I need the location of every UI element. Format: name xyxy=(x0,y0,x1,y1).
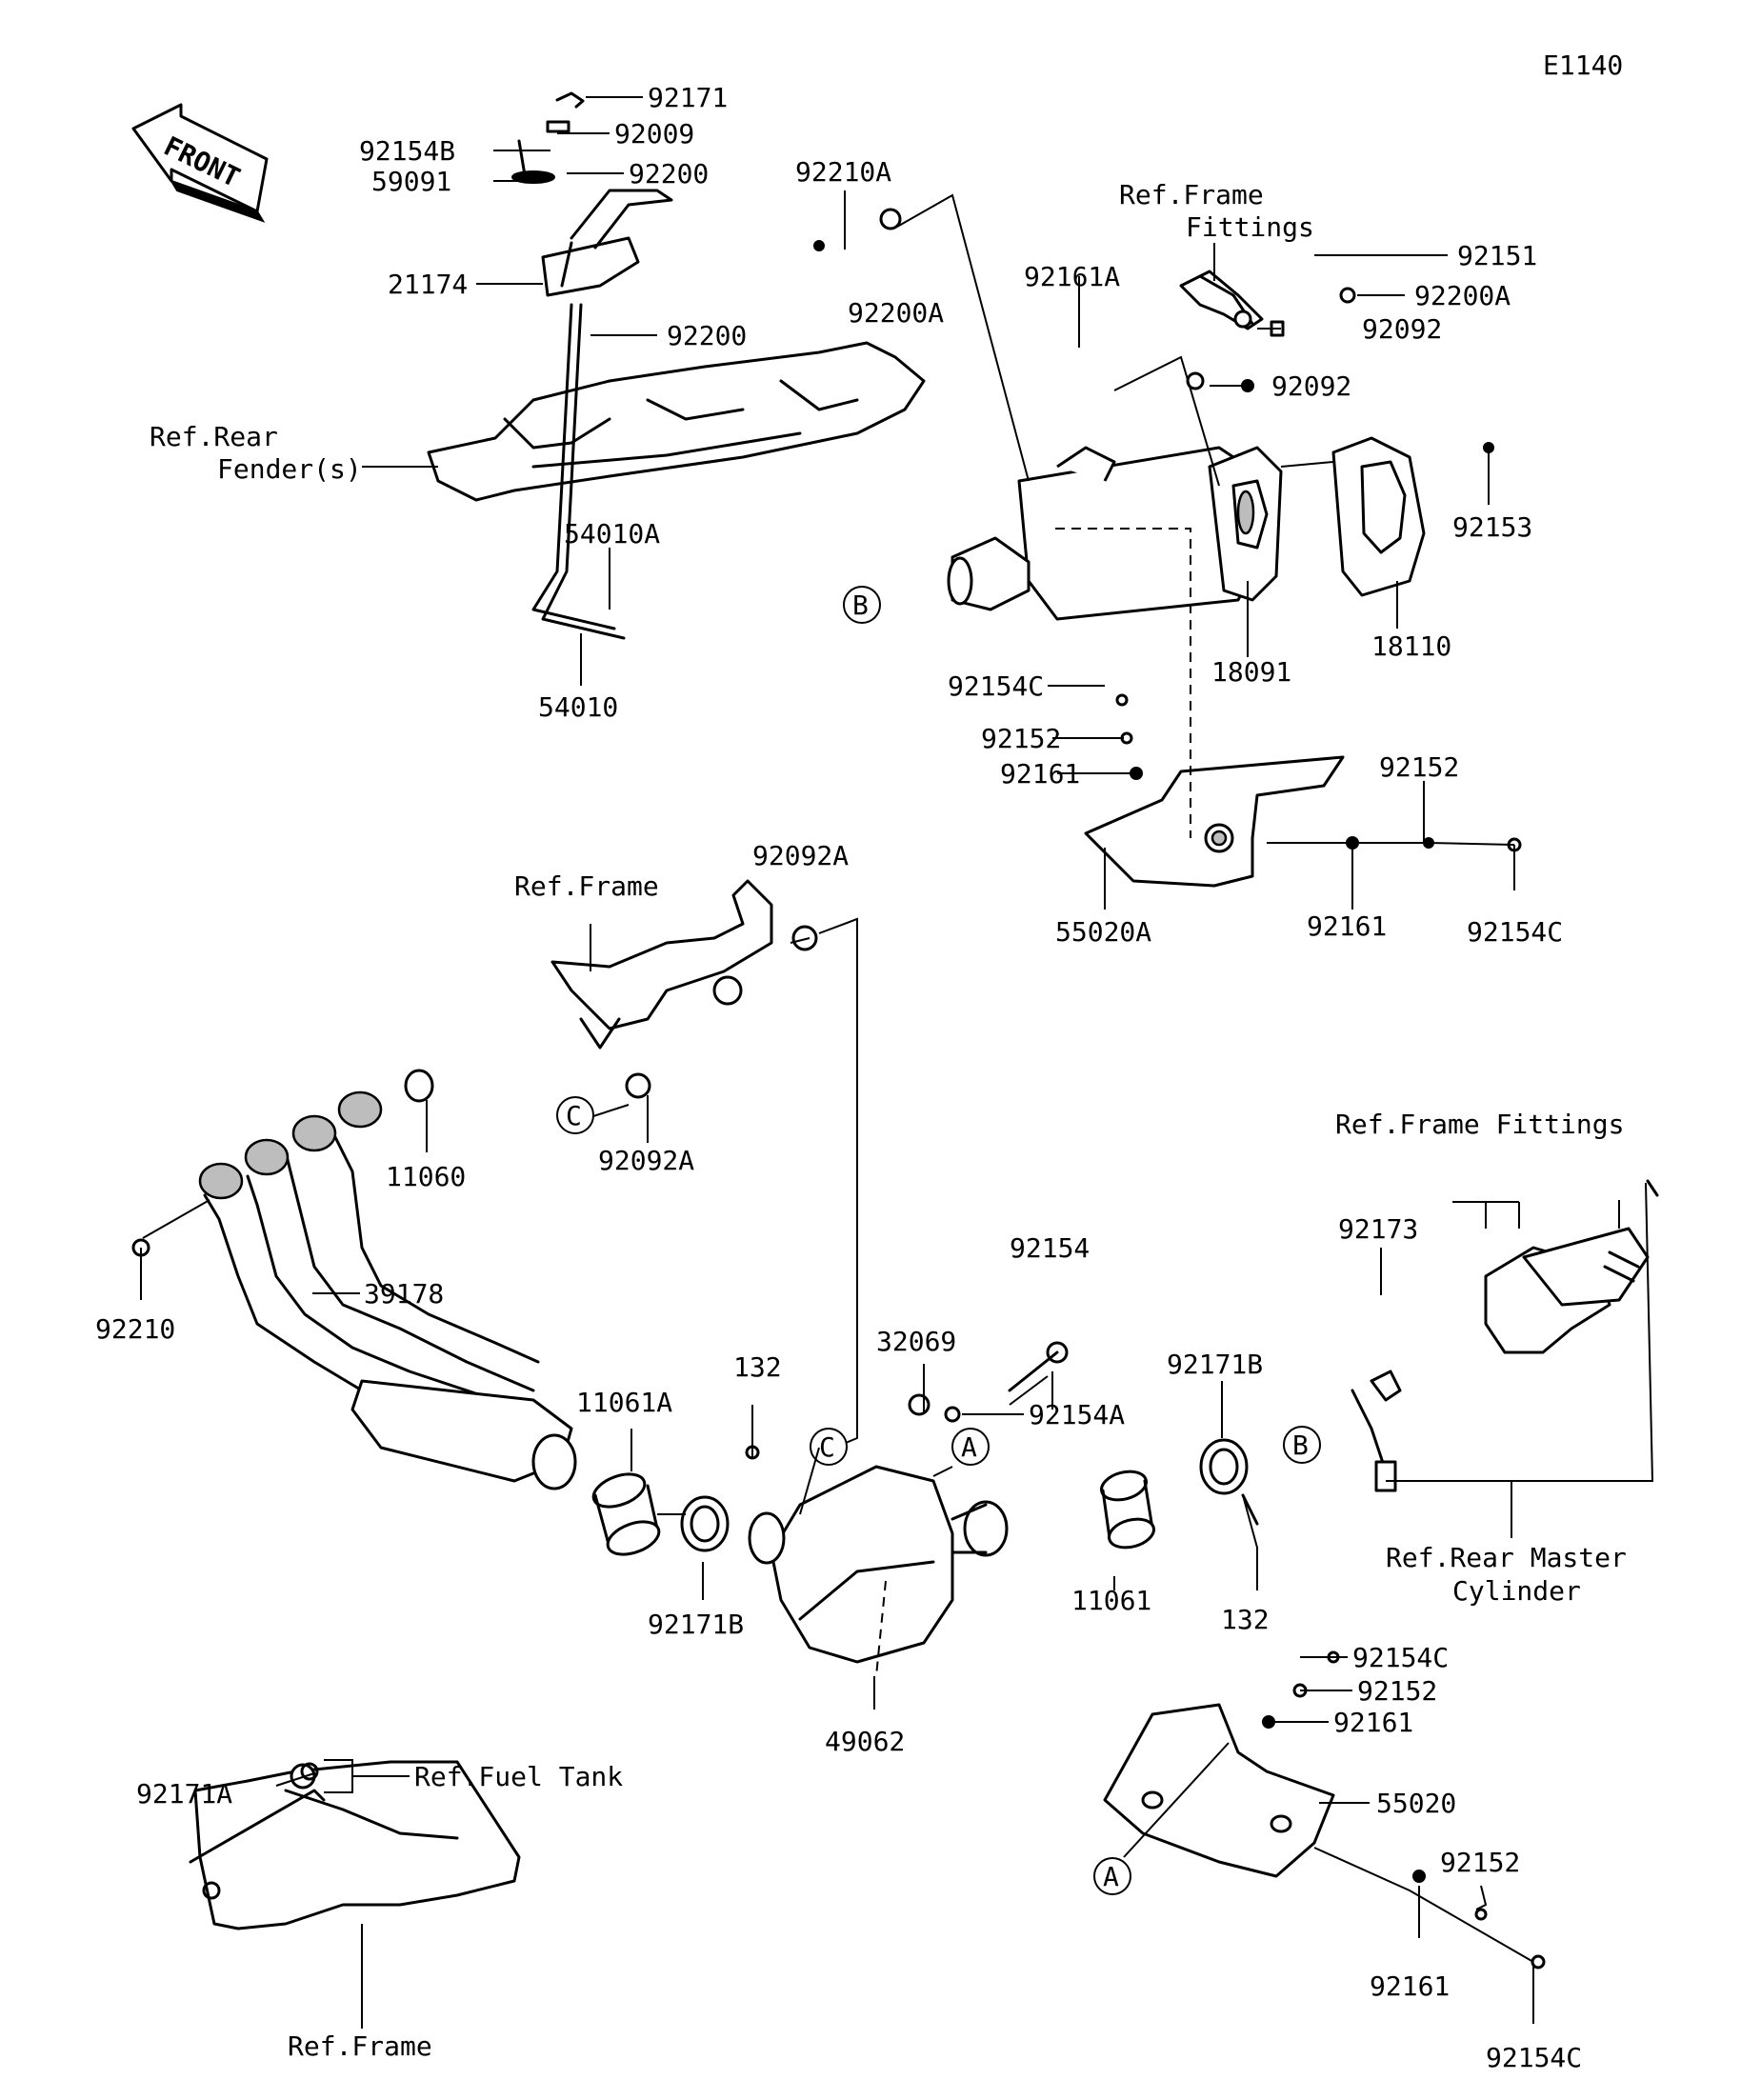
label-ref-rear-fender: Fender(s) xyxy=(217,453,362,485)
lower-heat-guard xyxy=(1103,1703,1335,1878)
footpeg-bracket xyxy=(1351,1227,1650,1492)
exhaust-valve-actuator xyxy=(511,91,673,297)
label-ref-fuel-tank: Ref.Fuel Tank xyxy=(414,1761,623,1792)
label-18110: 18110 xyxy=(1371,630,1451,662)
label-92200: 92200 xyxy=(667,320,747,351)
callout-c-lower: C xyxy=(810,1428,848,1466)
label-92152: 92152 xyxy=(1379,751,1459,783)
callout-a-lower: A xyxy=(1093,1857,1131,1895)
label-92171B: 92171B xyxy=(1167,1349,1263,1380)
label-92154C: 92154C xyxy=(1486,2042,1582,2073)
callout-c-upper: C xyxy=(556,1096,594,1134)
label-55020: 55020 xyxy=(1376,1788,1456,1819)
label-11061A: 11061A xyxy=(576,1387,672,1418)
frame-bracket xyxy=(550,879,773,1050)
label-ref-rear-master-cylinder: Cylinder xyxy=(1452,1575,1581,1607)
label-92092: 92092 xyxy=(1271,370,1351,402)
label-55020A: 55020A xyxy=(1055,916,1151,948)
label-92152: 92152 xyxy=(1440,1847,1520,1878)
svg-text:C: C xyxy=(566,1100,582,1131)
label-92171A: 92171A xyxy=(136,1778,232,1810)
muffler-end-cap xyxy=(1331,436,1426,597)
callout-a-upper: A xyxy=(951,1428,990,1466)
label-92154A: 92154A xyxy=(1029,1399,1125,1430)
label-92210: 92210 xyxy=(95,1313,175,1345)
callout-b-lower: B xyxy=(1283,1426,1321,1464)
svg-text:B: B xyxy=(1292,1430,1309,1461)
label-92153: 92153 xyxy=(1452,511,1532,543)
label-49062: 49062 xyxy=(825,1726,905,1757)
label-ref-frame: Ref.Frame xyxy=(288,2030,432,2062)
fasteners xyxy=(131,208,1659,1970)
exhaust-header-pipe xyxy=(198,1069,577,1490)
label-92154C: 92154C xyxy=(948,670,1044,702)
label-92154B: 92154B xyxy=(359,135,455,167)
diagram-code: E1140 xyxy=(1543,50,1623,81)
label-92161: 92161 xyxy=(1333,1707,1413,1738)
exhaust-clamp-left xyxy=(680,1495,730,1552)
label-21174: 21174 xyxy=(388,269,468,300)
valve-cables xyxy=(531,303,626,640)
label-ref-frame-fittings: Ref.Frame Fittings xyxy=(1335,1109,1624,1140)
label-92152: 92152 xyxy=(1357,1675,1437,1707)
label-54010A: 54010A xyxy=(564,518,660,550)
label-39178: 39178 xyxy=(364,1278,444,1310)
label-54010: 54010 xyxy=(538,691,618,723)
label-92171B: 92171B xyxy=(648,1609,744,1640)
label-92161A: 92161A xyxy=(1024,261,1120,292)
muffler-bracket xyxy=(1179,270,1264,330)
connector-pipe-11061A xyxy=(591,1472,661,1556)
label-ref-rear-master-cylinder: Ref.Rear Master xyxy=(1386,1542,1627,1573)
label-ref-frame-fittings: Ref.Frame xyxy=(1119,179,1264,210)
label-92009: 92009 xyxy=(614,118,694,150)
label-92200: 92200 xyxy=(629,158,709,190)
label-ref-frame: Ref.Frame xyxy=(514,870,659,902)
label-92161: 92161 xyxy=(1000,758,1080,790)
label-92151: 92151 xyxy=(1457,240,1537,271)
label-92161: 92161 xyxy=(1370,1970,1450,2002)
main-frame xyxy=(189,1760,521,1930)
connector-pipe-11061 xyxy=(1100,1470,1155,1550)
rear-fender xyxy=(427,341,926,502)
callout-b-upper: B xyxy=(843,586,881,624)
exhaust-chamber xyxy=(748,1465,1009,1677)
label-92210A: 92210A xyxy=(795,156,891,188)
label-92152: 92152 xyxy=(981,723,1061,754)
label-132: 132 xyxy=(1221,1604,1270,1635)
label-92092A: 92092A xyxy=(598,1145,694,1176)
svg-text:C: C xyxy=(819,1431,835,1463)
front-arrow-icon: FRONT xyxy=(131,103,269,223)
svg-text:B: B xyxy=(852,590,869,621)
label-92173: 92173 xyxy=(1338,1213,1418,1245)
exhaust-clamp-right xyxy=(1199,1438,1259,1526)
header-flanges xyxy=(198,1090,383,1200)
label-59091: 59091 xyxy=(371,166,451,197)
label-92154C: 92154C xyxy=(1352,1642,1449,1673)
label-92171: 92171 xyxy=(648,82,728,113)
muffler xyxy=(947,446,1283,621)
label-18091: 18091 xyxy=(1211,656,1291,688)
label-ref-rear-fender: Ref.Rear xyxy=(150,421,278,452)
label-11061: 11061 xyxy=(1071,1585,1151,1616)
label-92200A: 92200A xyxy=(848,297,944,329)
part-labels: 92171 92009 92154B 92200 59091 21174 922… xyxy=(95,82,1627,2073)
label-92092: 92092 xyxy=(1362,313,1442,345)
label-92154C: 92154C xyxy=(1467,916,1563,948)
muffler-heat-guard xyxy=(1084,755,1345,888)
label-32069: 32069 xyxy=(876,1326,956,1357)
svg-text:A: A xyxy=(961,1431,977,1463)
label-ref-frame-fittings: Fittings xyxy=(1186,211,1314,243)
label-11060: 11060 xyxy=(386,1161,466,1192)
label-92092A: 92092A xyxy=(752,840,849,871)
label-92161: 92161 xyxy=(1307,910,1387,942)
label-132: 132 xyxy=(733,1351,782,1383)
svg-text:A: A xyxy=(1103,1861,1119,1892)
label-92200A: 92200A xyxy=(1414,280,1511,311)
label-92154: 92154 xyxy=(1010,1232,1090,1264)
